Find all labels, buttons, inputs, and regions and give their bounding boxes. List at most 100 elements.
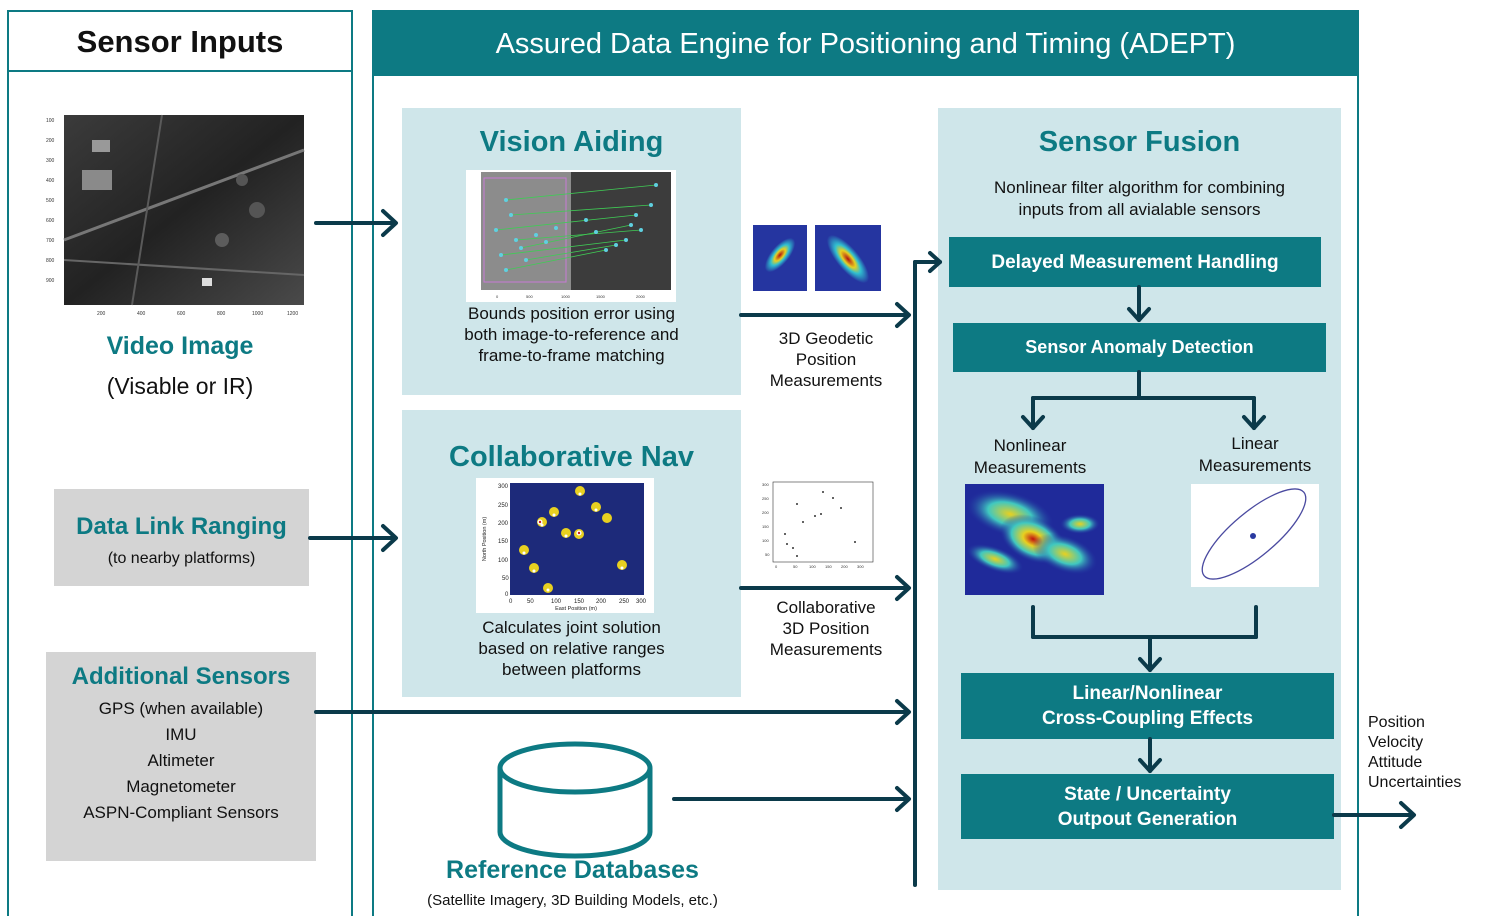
svg-text:200: 200 xyxy=(46,138,55,144)
sensor-inputs-panel xyxy=(7,10,353,916)
geodetic-label-line-1: 3D Geodetic xyxy=(778,329,874,348)
collab-label-line-1: Collaborative xyxy=(776,598,876,617)
svg-text:200: 200 xyxy=(841,564,848,569)
linear-label-line-1: Linear xyxy=(1231,434,1279,453)
state-output-box: State / Uncertainty Outpout Generation xyxy=(961,774,1334,839)
sensor-fusion-description: Nonlinear filter algorithm for combining… xyxy=(938,177,1341,221)
linear-ellipse-plot xyxy=(1191,484,1319,587)
data-link-title: Data Link Ranging xyxy=(76,513,287,540)
svg-text:50: 50 xyxy=(793,564,798,569)
delayed-measurement-label: Delayed Measurement Handling xyxy=(991,251,1279,273)
video-image-subtitle: (Visable or IR) xyxy=(106,373,254,399)
linear-label-line-2: Measurements xyxy=(1198,456,1312,475)
collab-nav-description: Calculates joint solution based on relat… xyxy=(402,617,741,680)
nonlinear-label-line-2: Measurements xyxy=(973,458,1087,477)
svg-text:50: 50 xyxy=(765,552,770,557)
data-link-subtitle: (to nearby platforms) xyxy=(107,550,256,567)
anomaly-detection-label: Sensor Anomaly Detection xyxy=(1025,337,1254,357)
vision-desc-line-1: Bounds position error using xyxy=(468,304,675,323)
sensor-item-imu: IMU xyxy=(165,725,197,744)
svg-text:50: 50 xyxy=(502,576,509,582)
svg-text:200: 200 xyxy=(97,311,106,317)
svg-text:800: 800 xyxy=(217,311,226,317)
svg-text:500: 500 xyxy=(526,294,533,299)
svg-text:200: 200 xyxy=(762,510,769,515)
collab-label-line-2: 3D Position xyxy=(782,619,870,638)
sensor-item-altimeter: Altimeter xyxy=(147,751,215,770)
adept-panel xyxy=(372,10,1359,916)
sensor-item-magnetometer: Magnetometer xyxy=(126,777,236,796)
svg-text:900: 900 xyxy=(46,278,55,284)
delayed-measurement-box: Delayed Measurement Handling xyxy=(949,237,1321,287)
svg-text:100: 100 xyxy=(551,599,562,605)
svg-text:0: 0 xyxy=(505,592,509,598)
sensor-item-aspn: ASPN-Compliant Sensors xyxy=(83,803,279,822)
svg-text:0: 0 xyxy=(496,294,499,299)
nonlinear-heatmap xyxy=(965,484,1104,595)
svg-text:100: 100 xyxy=(809,564,816,569)
geodetic-label-line-3: Measurements xyxy=(769,371,883,390)
svg-text:500: 500 xyxy=(46,198,55,204)
database-icon xyxy=(495,740,655,860)
sensor-item-gps: GPS (when available) xyxy=(98,699,264,718)
svg-text:300: 300 xyxy=(636,599,647,605)
state-output-line-1: State / Uncertainty xyxy=(1064,783,1231,805)
svg-text:150: 150 xyxy=(498,539,509,545)
fusion-desc-line-2: inputs from all avialable sensors xyxy=(1018,200,1261,219)
svg-text:400: 400 xyxy=(46,178,55,184)
vision-desc-line-3: frame-to-frame matching xyxy=(478,346,665,365)
data-link-ranging-box xyxy=(54,489,309,586)
fusion-desc-line-1: Nonlinear filter algorithm for combining xyxy=(993,178,1286,197)
svg-text:0: 0 xyxy=(775,564,778,569)
state-output-line-2: Outpout Generation xyxy=(1057,808,1238,830)
svg-text:1500: 1500 xyxy=(596,294,606,299)
geodetic-heatmaps xyxy=(753,225,881,291)
cross-coupling-line-1: Linear/Nonlinear xyxy=(1072,683,1223,704)
collab-desc-line-2: based on relative ranges xyxy=(478,639,665,658)
sensor-inputs-header: Sensor Inputs xyxy=(9,12,351,72)
svg-text:250: 250 xyxy=(619,599,630,605)
collab-position-label: Collaborative 3D Position Measurements xyxy=(745,597,907,660)
svg-text:1000: 1000 xyxy=(252,311,263,317)
nonlinear-measurements-label: Nonlinear Measurements xyxy=(955,435,1105,479)
svg-text:150: 150 xyxy=(762,524,769,529)
collab-label-line-3: Measurements xyxy=(769,640,883,659)
collab-plot-ylabel: North Position (m) xyxy=(482,517,488,561)
output-position: Position xyxy=(1368,714,1425,731)
svg-text:700: 700 xyxy=(46,238,55,244)
svg-text:100: 100 xyxy=(498,558,509,564)
svg-text:300: 300 xyxy=(762,482,769,487)
output-uncertainties: Uncertainties xyxy=(1368,774,1462,791)
reference-db-subtitle: (Satellite Imagery, 3D Building Models, … xyxy=(427,892,718,909)
svg-text:600: 600 xyxy=(177,311,186,317)
output-velocity: Velocity xyxy=(1368,734,1424,751)
svg-text:600: 600 xyxy=(46,218,55,224)
sensor-inputs-title: Sensor Inputs xyxy=(76,24,284,59)
additional-sensors-list: GPS (when available) IMU Altimeter Magne… xyxy=(46,696,316,826)
svg-text:100: 100 xyxy=(46,118,55,124)
svg-text:200: 200 xyxy=(498,521,509,527)
vision-desc-line-2: both image-to-reference and xyxy=(464,325,679,344)
sensor-fusion-title: Sensor Fusion xyxy=(1038,126,1241,158)
adept-title: Assured Data Engine for Positioning and … xyxy=(495,28,1236,60)
svg-text:300: 300 xyxy=(46,158,55,164)
linear-measurements-label: Linear Measurements xyxy=(1180,433,1330,477)
svg-text:200: 200 xyxy=(596,599,607,605)
svg-text:800: 800 xyxy=(46,258,55,264)
adept-header: Assured Data Engine for Positioning and … xyxy=(374,12,1357,76)
output-attitude: Attitude xyxy=(1368,754,1423,771)
svg-text:0: 0 xyxy=(509,599,513,605)
collab-nav-title: Collaborative Nav xyxy=(449,441,694,473)
video-image-title: Video Image xyxy=(106,332,254,360)
collab-desc-line-1: Calculates joint solution xyxy=(482,618,661,637)
collab-desc-line-3: between platforms xyxy=(502,660,641,679)
reference-db-title: Reference Databases xyxy=(446,856,699,884)
additional-sensors-box xyxy=(46,652,316,861)
svg-text:1000: 1000 xyxy=(561,294,571,299)
collab-plot-xlabel: East Position (m) xyxy=(555,606,597,612)
svg-text:150: 150 xyxy=(574,599,585,605)
